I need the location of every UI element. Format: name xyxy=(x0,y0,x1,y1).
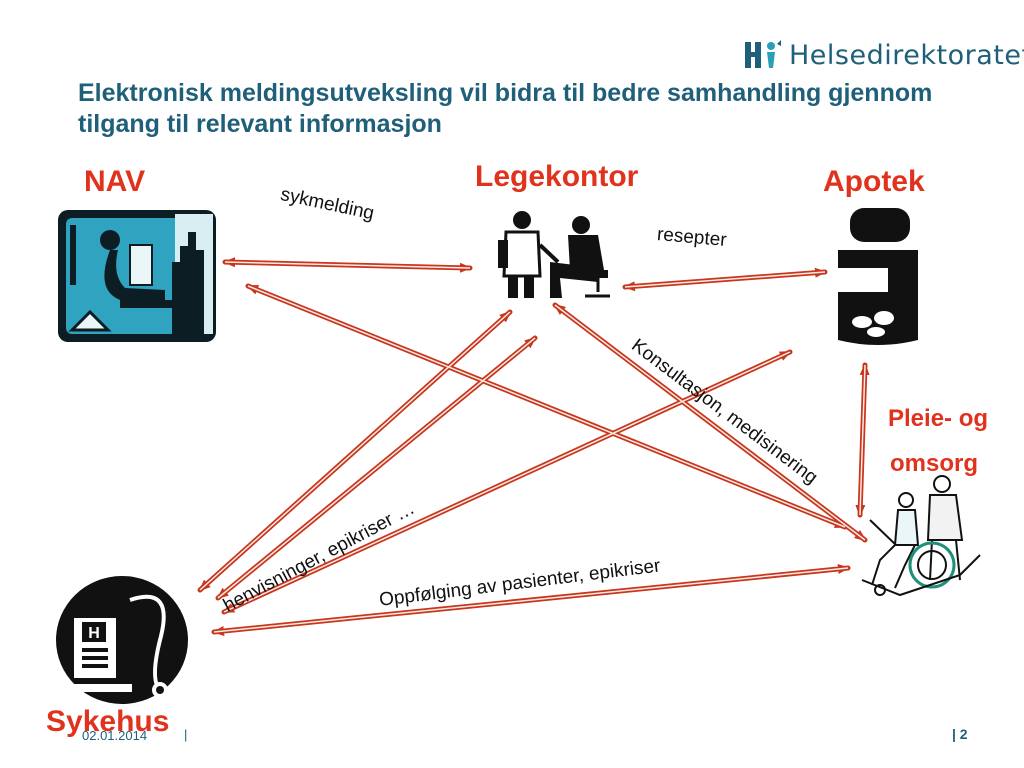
node-label-apotek: Apotek xyxy=(823,165,925,198)
slide-title: Elektronisk meldingsutveksling vil bidra… xyxy=(78,79,933,138)
legekontor-illustration-icon xyxy=(498,211,610,298)
page-number: | 2 xyxy=(952,726,968,742)
pleie-omsorg-illustration-icon xyxy=(861,475,981,597)
nav-illustration-icon xyxy=(58,210,216,342)
node-label-legekontor: Legekontor xyxy=(475,160,639,193)
logo-text: Helsedirektoratet xyxy=(789,39,1024,71)
node-label-pleie-line1: Pleie- og xyxy=(888,405,989,432)
footer-date: 02.01.2014 xyxy=(82,728,148,743)
logo: Helsedirektoratet xyxy=(743,38,1024,72)
footer-separator: | xyxy=(184,727,188,742)
apotek-illustration-icon xyxy=(838,208,918,345)
node-label-pleie-line2: omsorg xyxy=(890,450,979,477)
node-label-sykehus: Sykehus xyxy=(46,705,170,738)
svg-text:H: H xyxy=(88,625,100,642)
helsedirektoratet-logo-icon xyxy=(745,40,781,68)
node-label-nav: NAV xyxy=(84,165,146,198)
sykehus-illustration-icon: H xyxy=(56,576,188,704)
